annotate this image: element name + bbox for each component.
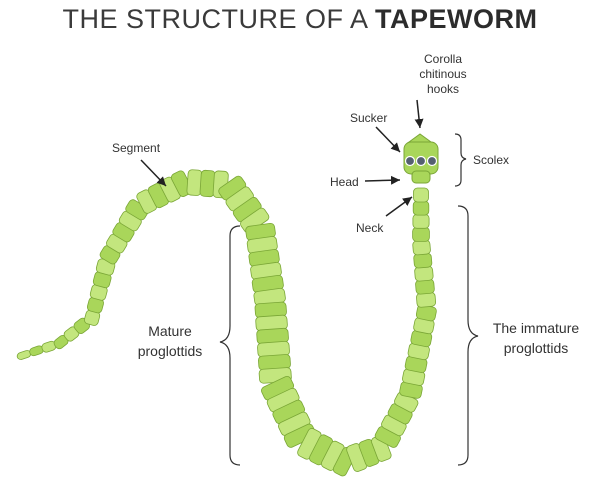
page-title: THE STRUCTURE OF A TAPEWORM (0, 4, 600, 35)
neck-label: Neck (356, 221, 384, 235)
mature-brace (219, 225, 241, 466)
body-segment (413, 252, 433, 269)
title-prefix: THE STRUCTURE OF A (62, 4, 376, 34)
body-segment (412, 213, 430, 229)
corolla-label-line-2: chitinous (419, 67, 466, 81)
immature-label-line-1: The immature (493, 320, 580, 336)
corolla-label-line-1: Corolla (424, 52, 462, 66)
sucker-left (404, 155, 416, 167)
scolex-label: Scolex (473, 153, 509, 167)
tapeworm-body (16, 169, 437, 477)
sucker-right (426, 155, 438, 167)
title-emphasis: TAPEWORM (375, 4, 538, 34)
immature-label-line-2: proglottids (504, 340, 569, 356)
body-segment (412, 200, 430, 216)
sucker-arrow (375, 126, 401, 153)
body-segment (412, 239, 431, 256)
sucker-center (415, 155, 427, 167)
immature-brace (457, 205, 479, 466)
corolla-arrow (414, 99, 424, 129)
mature-label-line-1: Mature (148, 323, 192, 339)
head-label: Head (330, 175, 359, 189)
corolla-label-line-3: hooks (427, 82, 459, 96)
head-arrow (364, 175, 401, 185)
scolex-head (403, 133, 439, 184)
neck-arrow (385, 196, 413, 217)
sucker-label: Sucker (350, 111, 387, 125)
neck-top-shape (411, 170, 431, 184)
mature-label-line-2: proglottids (138, 343, 203, 359)
corolla-hooks-shape (407, 133, 433, 143)
segment-label: Segment (112, 141, 161, 155)
body-segment (412, 226, 430, 242)
body-segment (413, 187, 429, 203)
scolex-brace (454, 133, 467, 187)
segment-arrow (140, 159, 167, 187)
